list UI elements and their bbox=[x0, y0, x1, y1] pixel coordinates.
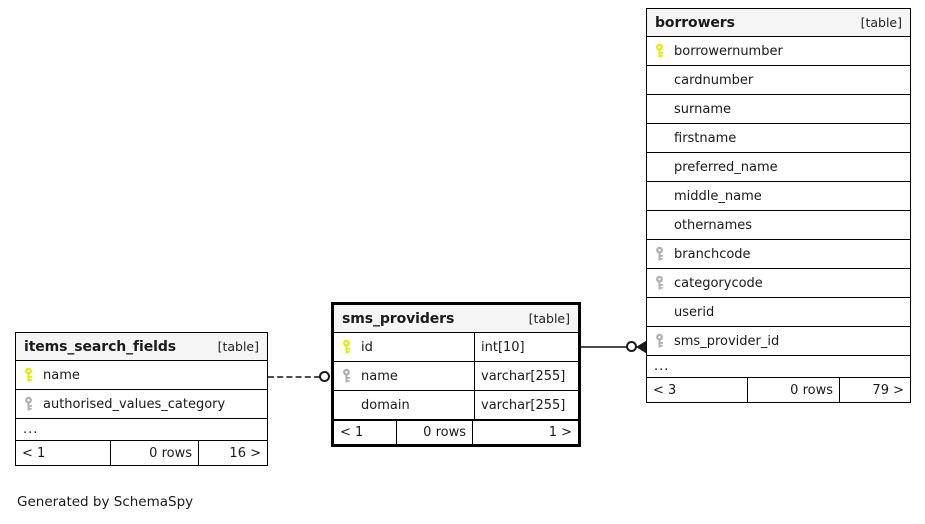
table-row[interactable]: name varchar[255] bbox=[334, 362, 578, 391]
no-key-icon bbox=[654, 159, 670, 175]
table-header: items_search_fields [table] bbox=[16, 333, 267, 361]
relationship-line-dashed bbox=[268, 376, 320, 378]
table-row[interactable]: preferred_name bbox=[647, 153, 910, 182]
no-key-icon bbox=[654, 101, 670, 117]
foreign-key-icon bbox=[654, 246, 670, 262]
column-name: middle_name bbox=[674, 188, 762, 204]
column-name: name bbox=[361, 368, 398, 384]
column-name: borrowernumber bbox=[674, 43, 783, 59]
table-items-search-fields[interactable]: items_search_fields [table] name authori… bbox=[15, 332, 268, 466]
footer-children-count[interactable]: 79 > bbox=[839, 378, 910, 402]
column-type: varchar[255] bbox=[474, 391, 578, 419]
generated-by-credit: Generated by SchemaSpy bbox=[17, 494, 194, 510]
footer-row-count: 0 rows bbox=[747, 378, 839, 402]
table-row[interactable]: surname bbox=[647, 95, 910, 124]
table-row[interactable]: othernames bbox=[647, 211, 910, 240]
table-borrowers[interactable]: borrowers [table] borrowernumber cardnum… bbox=[646, 8, 911, 403]
column-name: userid bbox=[674, 304, 715, 320]
no-key-icon bbox=[654, 72, 670, 88]
footer-parents-count[interactable]: < 1 bbox=[340, 425, 364, 440]
column-cell: categorycode bbox=[647, 269, 910, 297]
column-cell: name bbox=[334, 362, 474, 390]
column-cell: branchcode bbox=[647, 240, 910, 268]
column-cell: sms_provider_id bbox=[647, 327, 910, 355]
footer-row-count: 0 rows bbox=[110, 441, 198, 465]
column-cell: domain bbox=[334, 391, 474, 419]
column-name: surname bbox=[674, 101, 731, 117]
column-name: authorised_values_category bbox=[43, 396, 226, 412]
column-cell: borrowernumber bbox=[647, 37, 910, 65]
relationship-line-solid bbox=[581, 346, 628, 348]
column-name: id bbox=[361, 339, 373, 355]
primary-key-icon bbox=[654, 43, 670, 59]
table-row[interactable]: categorycode bbox=[647, 269, 910, 298]
no-key-icon bbox=[654, 130, 670, 146]
table-title: items_search_fields bbox=[24, 338, 176, 355]
table-row[interactable]: name bbox=[16, 361, 267, 390]
no-key-icon bbox=[654, 188, 670, 204]
relationship-crowsfoot-icon bbox=[636, 339, 649, 355]
table-title: sms_providers bbox=[342, 310, 455, 327]
relationship-endpoint-circle bbox=[626, 341, 637, 352]
primary-key-icon bbox=[341, 339, 357, 355]
column-cell: othernames bbox=[647, 211, 910, 239]
footer-children-count[interactable]: 1 > bbox=[472, 421, 578, 444]
foreign-key-icon bbox=[341, 368, 357, 384]
table-footer: < 3 0 rows 79 > bbox=[647, 378, 910, 402]
primary-key-icon bbox=[23, 367, 39, 383]
column-type: varchar[255] bbox=[474, 362, 578, 390]
column-name: domain bbox=[361, 397, 410, 413]
foreign-key-icon bbox=[654, 333, 670, 349]
table-footer: < 1 0 rows 1 > bbox=[334, 420, 578, 444]
column-name: cardnumber bbox=[674, 72, 754, 88]
column-name: othernames bbox=[674, 217, 753, 233]
table-row[interactable]: cardnumber bbox=[647, 66, 910, 95]
column-cell: authorised_values_category bbox=[16, 390, 267, 418]
column-type: int[10] bbox=[474, 333, 578, 361]
no-key-icon bbox=[654, 217, 670, 233]
no-key-icon bbox=[341, 397, 357, 413]
column-cell: firstname bbox=[647, 124, 910, 152]
table-footer: < 1 0 rows 16 > bbox=[16, 441, 267, 465]
table-type-tag: [table] bbox=[217, 339, 259, 354]
table-header: borrowers [table] bbox=[647, 9, 910, 37]
column-name: preferred_name bbox=[674, 159, 778, 175]
column-cell: preferred_name bbox=[647, 153, 910, 181]
column-cell: cardnumber bbox=[647, 66, 910, 94]
column-cell: middle_name bbox=[647, 182, 910, 210]
foreign-key-icon bbox=[23, 396, 39, 412]
column-cell: id bbox=[334, 333, 474, 361]
more-columns-indicator: ... bbox=[647, 356, 910, 378]
footer-row-count: 0 rows bbox=[396, 421, 472, 444]
table-row[interactable]: firstname bbox=[647, 124, 910, 153]
column-cell: name bbox=[16, 361, 267, 389]
column-name: firstname bbox=[674, 130, 737, 146]
footer-parents-count[interactable]: < 3 bbox=[653, 382, 677, 398]
table-row[interactable]: borrowernumber bbox=[647, 37, 910, 66]
table-row[interactable]: userid bbox=[647, 298, 910, 327]
table-sms-providers[interactable]: sms_providers [table] id int[10] name va… bbox=[331, 302, 581, 447]
column-cell: surname bbox=[647, 95, 910, 123]
footer-children-count[interactable]: 16 > bbox=[198, 441, 267, 465]
table-row[interactable]: id int[10] bbox=[334, 333, 578, 362]
no-key-icon bbox=[654, 304, 670, 320]
table-row[interactable]: sms_provider_id bbox=[647, 327, 910, 356]
column-name: name bbox=[43, 367, 80, 383]
column-cell: userid bbox=[647, 298, 910, 326]
footer-parents-count[interactable]: < 1 bbox=[22, 445, 46, 461]
table-row[interactable]: middle_name bbox=[647, 182, 910, 211]
column-name: sms_provider_id bbox=[674, 333, 780, 349]
table-type-tag: [table] bbox=[860, 15, 902, 30]
table-header: sms_providers [table] bbox=[334, 305, 578, 333]
table-row[interactable]: domain varchar[255] bbox=[334, 391, 578, 420]
foreign-key-icon bbox=[654, 275, 670, 291]
relationship-endpoint-circle bbox=[319, 371, 330, 382]
table-type-tag: [table] bbox=[528, 311, 570, 326]
table-row[interactable]: branchcode bbox=[647, 240, 910, 269]
column-name: categorycode bbox=[674, 275, 763, 291]
more-columns-indicator: ... bbox=[16, 419, 267, 441]
table-title: borrowers bbox=[655, 14, 735, 31]
table-row[interactable]: authorised_values_category bbox=[16, 390, 267, 419]
column-name: branchcode bbox=[674, 246, 751, 262]
